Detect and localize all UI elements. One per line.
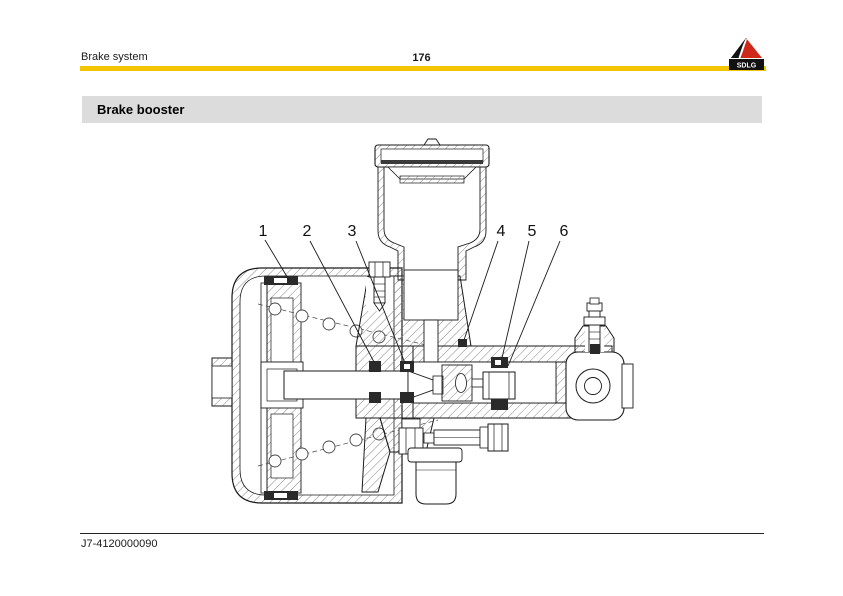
callout-4: 4 [497,223,506,240]
callout-leaders [264,239,561,367]
booster-shell [211,267,403,504]
sdlg-logo-text: SDLG [737,63,757,70]
brake-booster-diagram: 1 2 3 4 5 6 [180,132,660,517]
bolt-tip [423,432,435,444]
bleeder-valve [583,297,606,354]
reservoir-strainer [399,175,465,184]
callout-3: 3 [348,223,357,240]
sdlg-logo: SDLG [729,37,764,70]
boot-cup [415,461,457,505]
header-section-title: Brake system [81,51,148,63]
footer-doc-code: J7-4120000090 [81,538,158,550]
callout-2: 2 [303,223,312,240]
sdlg-logo-icon: SDLG [729,38,764,70]
header-rule [80,66,766,71]
valve-assembly [441,364,516,402]
callout-5: 5 [528,223,537,240]
fluid-reservoir [374,138,490,281]
piston [482,371,516,400]
push-rod [283,370,444,400]
brake-booster-drawing: 1 2 3 4 5 6 [211,138,634,505]
bolt-hex-head [487,423,509,452]
seals [369,339,508,410]
callout-6: 6 [560,223,569,240]
mounting-lug [565,351,634,421]
page-number: 176 [412,52,431,64]
flange-bolt [366,261,393,312]
bottom-fittings [398,418,509,505]
footer-rule [80,533,764,534]
section-banner: Brake booster [82,96,762,123]
callout-1: 1 [259,223,268,240]
section-title: Brake booster [97,102,185,117]
